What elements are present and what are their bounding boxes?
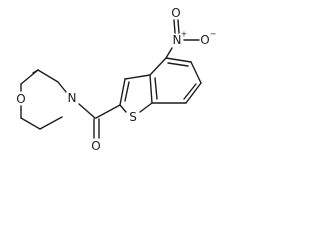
morpholine-nitrogen-label: N [68, 91, 77, 105]
nitro-group [165, 19, 200, 59]
bond-n-carbonyl [78, 103, 96, 119]
bond-c-c-upper [37, 69, 59, 83]
nitro-oxygen-top-label: O [171, 6, 180, 20]
nitro-oxygen-charge: − [210, 30, 217, 39]
bond-c4-c5-inner [167, 62, 189, 67]
structure-canvas: O N O S N + O O − [16, 6, 217, 153]
bond-c2-c3-inner [124, 81, 130, 102]
benzene-ring [149, 57, 202, 104]
morpholine-oxygen-label: O [16, 92, 25, 106]
bond-c6-c7 [185, 82, 202, 104]
bond-c3a-c4 [149, 57, 167, 76]
nitro-oxygen-right-label: O [200, 33, 209, 47]
bond-c3-c3a [124, 74, 151, 80]
nitro-nitrogen-label: N [173, 33, 182, 47]
bond-c5-c6 [190, 61, 202, 84]
bond-c2-s [119, 104, 127, 113]
morpholine-ring [20, 69, 67, 130]
bond-carbonyl-c2 [95, 104, 121, 119]
bond-c3a-c7a [149, 74, 153, 104]
carbonyl-oxygen-label: O [91, 139, 100, 153]
bond-c-c-left-top [20, 69, 39, 85]
bond-c3a-c7a-inner [154, 77, 158, 100]
bond-s-c7a [139, 102, 153, 113]
bond-c-c-left-lower [20, 117, 41, 130]
bond-n-c-lower-left [39, 116, 63, 130]
bond-n-o-top-double [177, 19, 180, 34]
thiophene-ring [119, 74, 153, 113]
bond-c6-c7-inner [183, 83, 197, 100]
bond-c4-n-nitro [165, 47, 173, 59]
bond-c2-c3 [119, 78, 126, 106]
bond-c-n-upper-right [57, 81, 67, 93]
thiophene-sulfur-label: S [129, 110, 137, 124]
bond-c4-c5 [165, 57, 192, 63]
nitro-nitrogen-charge: + [181, 30, 188, 39]
bond-n-o-top [173, 19, 176, 34]
molecule-drawing: O N O S N + O O − [16, 6, 217, 153]
